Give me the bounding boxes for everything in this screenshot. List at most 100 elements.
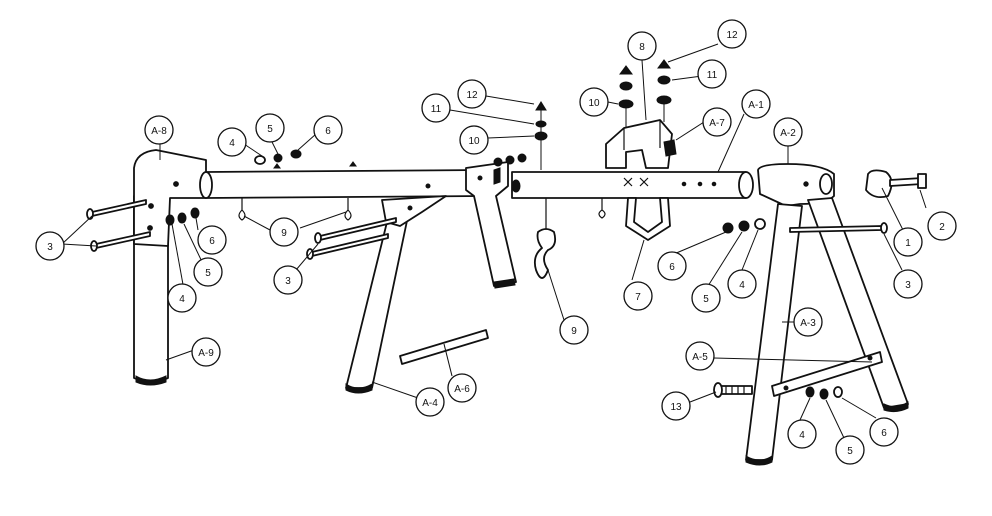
callout-10-left-text: 10 [468,136,480,147]
callout-5-mid-text: 5 [703,294,709,305]
callout-3-mid-text: 3 [285,276,291,287]
part-top-beam-left [199,161,485,199]
callout-7: 7 [623,281,653,311]
callout-1-text: 1 [905,238,911,249]
callout-6-left-text: 6 [209,236,215,247]
callout-5-bottom-text: 5 [847,446,853,457]
callout-10-right: 10 [579,87,609,117]
callout-a5: A-5 [685,341,715,371]
callout-3-left: 3 [35,231,65,261]
part-1-end-cap [865,169,893,199]
callout-6-bottom: 6 [869,417,899,447]
callout-4-mid: 4 [727,269,757,299]
part-2-bolt [889,173,927,189]
hardware-nuts-top-left [254,149,302,165]
hardware-hook-9-mid [533,198,557,279]
callout-4-topleft: 4 [217,127,247,157]
callout-4-bottom: 4 [787,419,817,449]
callout-a8-text: A-8 [151,126,167,137]
callout-8-text: 8 [639,42,645,53]
callout-6-mid-text: 6 [669,262,675,273]
callout-a1: A-1 [741,89,771,119]
callout-4-mid-text: 4 [739,280,745,291]
callout-12-right: 12 [717,19,747,49]
callout-13: 13 [661,391,691,421]
callout-11-left-text: 11 [431,104,442,115]
callout-10-left: 10 [459,125,489,155]
callout-4-left: 4 [167,283,197,313]
callout-10-right-text: 10 [588,98,600,109]
callout-12-left: 12 [457,79,487,109]
callout-11-left: 11 [421,93,451,123]
part-a4-angled-leg [345,195,447,394]
callouts: A-8 A-9 A-1 A-7 A-2 A-3 A-4 A-5 A-6 1 2 … [35,19,957,465]
callout-6-bottom-text: 6 [881,428,887,439]
callout-13-text: 13 [670,402,682,413]
callout-9-mid-text: 9 [571,326,577,337]
hardware-nuts-bottom [805,386,843,400]
callout-a7-text: A-7 [709,118,725,129]
callout-6-topleft: 6 [313,115,343,145]
callout-12-right-text: 12 [726,30,738,41]
callout-8: 8 [627,31,657,61]
hardware-nuts-left [165,207,200,226]
callout-a8: A-8 [144,115,174,145]
callout-3-right-text: 3 [905,280,911,291]
callout-a7: A-7 [702,107,732,137]
callout-a3-text: A-3 [800,318,816,329]
callout-a2-text: A-2 [780,128,796,139]
callout-9-left: 9 [269,217,299,247]
callout-5-mid: 5 [691,283,721,313]
callout-4-bottom-text: 4 [799,430,805,441]
callout-5-left-text: 5 [205,268,211,279]
callout-5-bottom: 5 [835,435,865,465]
callout-4-topleft-text: 4 [229,138,235,149]
callout-11-right: 11 [697,59,727,89]
callout-2-text: 2 [939,222,945,233]
part-a8-corner-elbow [133,149,207,247]
callout-a6: A-6 [447,373,477,403]
callout-5-topleft: 5 [255,113,285,143]
callout-6-mid: 6 [657,251,687,281]
callout-2: 2 [927,211,957,241]
part-7-swing-hanger [625,197,671,241]
callout-9-mid: 9 [559,315,589,345]
part-a5-right-brace [771,351,883,397]
hardware-hook-right-beam [598,198,606,219]
callout-a2: A-2 [773,117,803,147]
callout-a5-text: A-5 [692,352,708,363]
callout-a6-text: A-6 [454,384,470,395]
callout-a4-text: A-4 [422,398,438,409]
callout-a9: A-9 [191,337,221,367]
callout-3-mid: 3 [273,265,303,295]
callout-1: 1 [893,227,923,257]
callout-5-topleft-text: 5 [267,124,273,135]
bolt-item-3-right [789,222,888,234]
hardware-nuts-right-upper [722,218,766,234]
hardware-stack-right [618,59,672,128]
bolt-item-3-middle [306,217,397,260]
part-center-bracket-leg [465,161,517,289]
callout-3-left-text: 3 [47,242,53,253]
callout-12-left-text: 12 [466,90,478,101]
hardware-center-beam-nuts [493,153,527,193]
callout-6-left: 6 [197,225,227,255]
part-a3-right-legs [745,197,909,466]
callout-a9-text: A-9 [198,348,214,359]
callout-a1-text: A-1 [748,100,764,111]
callout-3-right: 3 [893,269,923,299]
callout-5-left: 5 [193,257,223,287]
part-a7-clamp-bracket [605,119,677,169]
hardware-stack-left [534,101,548,170]
callout-7-text: 7 [635,292,641,303]
callout-9-left-text: 9 [281,228,287,239]
callout-11-right-text: 11 [707,70,718,81]
callout-a4: A-4 [415,387,445,417]
part-a1-top-beam-right [511,171,754,199]
callout-4-left-text: 4 [179,294,185,305]
hardware-bolt-13-bottom [713,382,753,398]
part-a6-brace-bar [399,329,489,365]
callout-6-topleft-text: 6 [325,126,331,137]
